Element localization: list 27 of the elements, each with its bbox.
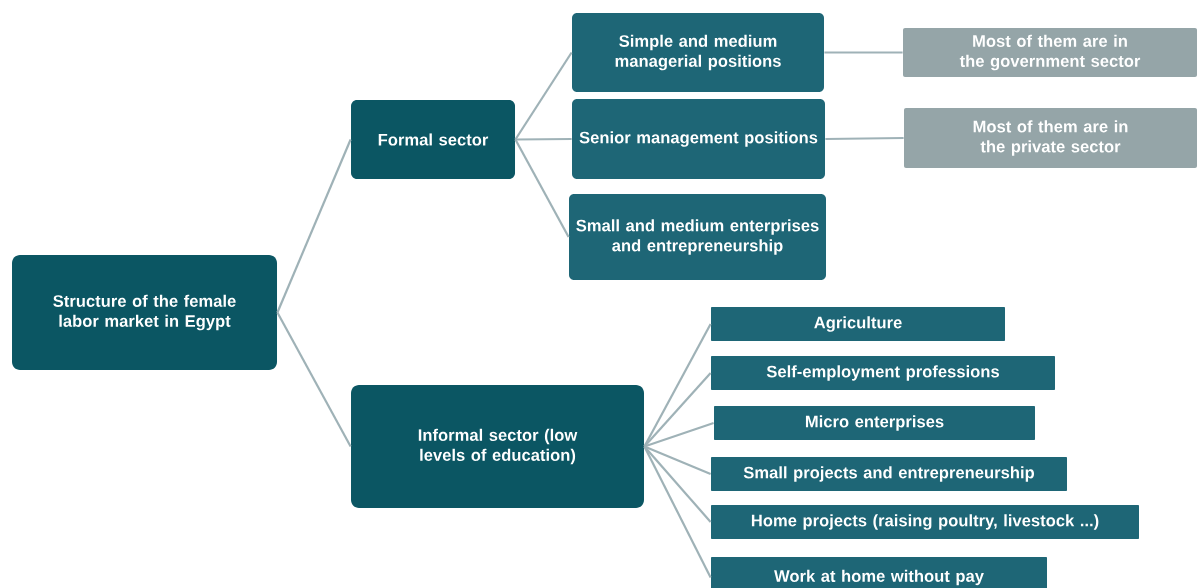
note-box: Most of them are in the private sector [904,108,1197,168]
connector-line [643,372,712,448]
root-box: Structure of the female labor market in Egypt [12,255,277,370]
item-box: Senior management positions [572,99,825,179]
item-box: Work at home without pay [711,557,1047,588]
connector-line [276,311,352,447]
item-box: Micro enterprises [714,406,1035,440]
item-box: Small and medium enterprises and entrepreneurship [569,194,826,280]
connector-line [643,445,712,523]
connector-line [825,136,904,141]
item-box: Small projects and entrepreneurship [711,457,1067,491]
connector-line [824,51,903,54]
item-box: Home projects (raising poultry, livestock ...) [711,505,1139,539]
connector-line [514,138,570,238]
item-box: Self-employment professions [711,356,1055,390]
connector-line [643,323,712,447]
connector-line [644,445,712,475]
connector-line [276,139,352,313]
connector-line [643,446,712,578]
item-box: Agriculture [711,307,1005,341]
category-box: Informal sector (low levels of education) [351,385,644,508]
connector-line [514,51,573,141]
item-box: Simple and medium managerial positions [572,13,824,92]
connector-line [644,421,714,448]
note-box: Most of them are in the government sector [903,28,1197,77]
connector-line [515,137,572,141]
category-box: Formal sector [351,100,515,179]
